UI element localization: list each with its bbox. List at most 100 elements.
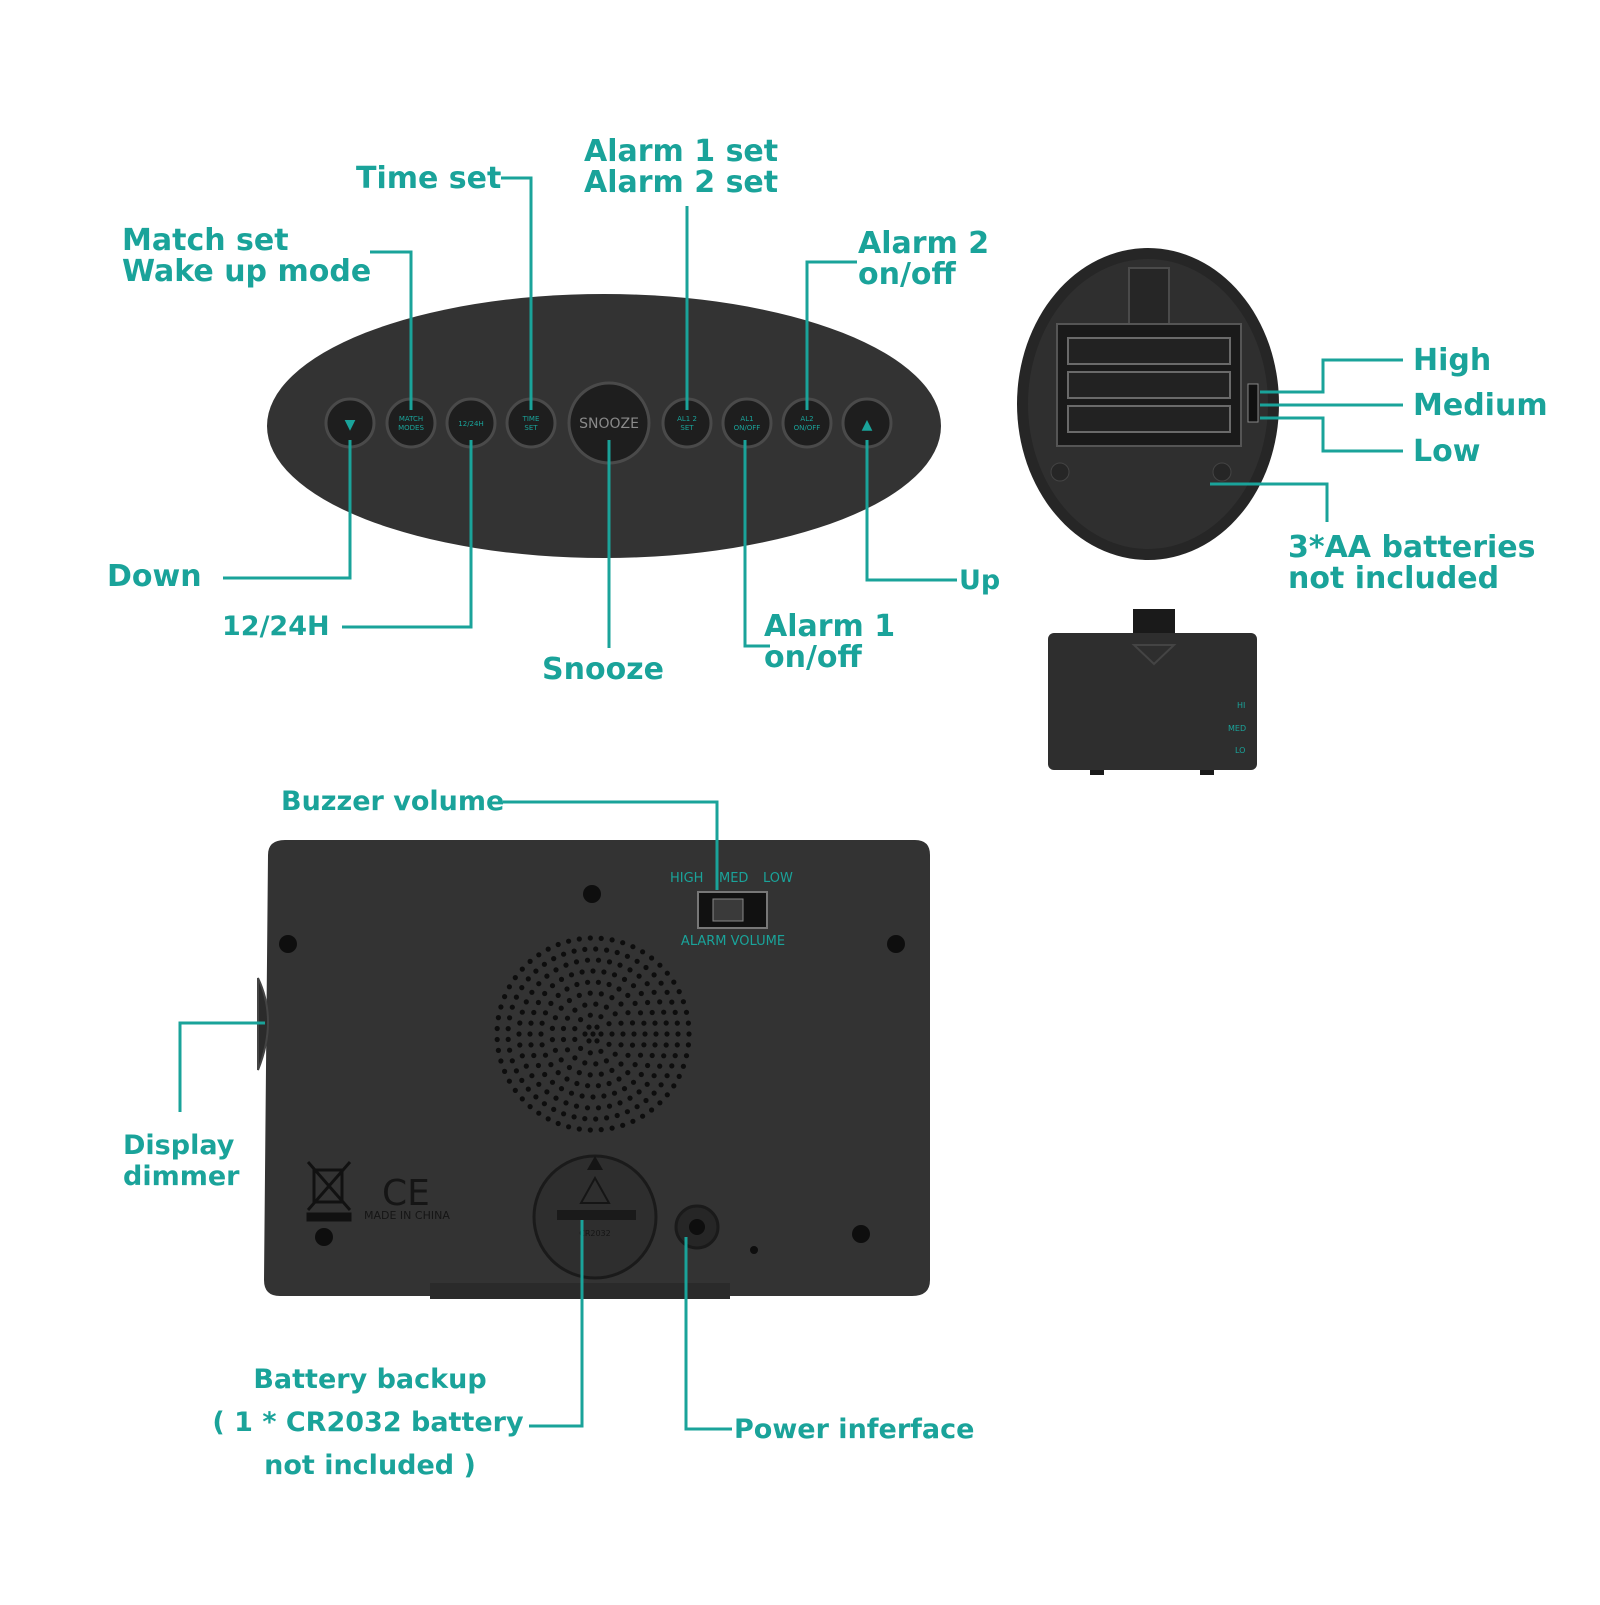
grille-hole	[643, 1097, 649, 1104]
grille-hole	[566, 1064, 573, 1071]
grille-hole	[509, 1004, 515, 1010]
leader-up	[865, 440, 957, 582]
grille-hole	[551, 1106, 557, 1112]
snooze-button: SNOOZE	[567, 381, 651, 465]
grille-hole	[609, 1125, 615, 1131]
grille-hole	[664, 970, 670, 976]
grille-hole	[512, 975, 518, 981]
grille-hole	[545, 946, 551, 952]
grille-hole	[640, 949, 646, 955]
grille-hole	[555, 1070, 561, 1076]
triangle-down-icon: ▼	[345, 417, 356, 433]
time-set-label-1: TIME	[522, 415, 540, 423]
grille-hole	[609, 1031, 615, 1037]
label-alarm-set-1: Alarm 1 set	[584, 134, 778, 169]
label-alarm1-line1: Alarm 1	[764, 609, 895, 644]
grille-hole	[683, 1009, 690, 1015]
button-panel: ▼ MATCH MODES 12/24H TIME SET SNOOZE AL1…	[267, 294, 941, 558]
grille-hole	[671, 979, 677, 985]
compartment-callouts: High Medium Low 3*AA batteries not inclu…	[1288, 343, 1548, 596]
grille-hole	[558, 1086, 565, 1092]
grille-hole	[528, 1042, 534, 1048]
grille-hole	[620, 940, 626, 946]
grille-hole	[598, 1127, 604, 1133]
grille-hole	[593, 946, 599, 952]
grille-hole	[629, 1020, 636, 1026]
grille-hole	[629, 1042, 636, 1048]
grille-hole	[620, 1122, 626, 1128]
grille-hole	[560, 1025, 567, 1032]
grille-hole	[649, 1052, 655, 1059]
grille-hole	[614, 1112, 620, 1119]
grille-hole	[598, 991, 604, 997]
bottom-callouts: Buzzer volume Display dimmer Battery bac…	[123, 786, 974, 1481]
label-alarm1-line2: on/off	[764, 640, 863, 675]
grille-hole	[576, 992, 582, 999]
grille-hole	[674, 1020, 680, 1026]
label-buzzer-volume: Buzzer volume	[281, 786, 504, 817]
grille-hole	[539, 1020, 545, 1026]
grille-hole	[675, 1031, 681, 1037]
grille-hole	[587, 1072, 593, 1078]
grille-hole	[582, 1002, 588, 1008]
grille-hole	[661, 1009, 667, 1015]
grille-hole	[611, 972, 618, 978]
grille-hole	[536, 1110, 542, 1116]
grille-hole	[620, 1031, 626, 1037]
label-backup-line1: Battery backup	[253, 1364, 486, 1395]
grille-hole	[553, 967, 559, 973]
grille-hole	[552, 1047, 559, 1053]
alarm-set-label-1: AL1 2	[677, 415, 697, 423]
grille-hole	[579, 1093, 585, 1099]
grille-hole	[593, 1116, 599, 1122]
label-h1224: 12/24H	[222, 611, 330, 642]
grille-hole	[630, 1079, 637, 1085]
grille-hole	[586, 1024, 592, 1030]
battery-cover: HI MED LO	[1048, 609, 1257, 775]
grille-hole	[630, 944, 636, 950]
label-batteries-line2: not included	[1288, 561, 1499, 596]
warning-icon	[579, 1175, 611, 1204]
grille-hole	[598, 1014, 604, 1020]
leader-high	[1260, 358, 1403, 394]
grille-hole	[664, 1031, 670, 1037]
grille-hole	[566, 938, 572, 944]
grille-hole	[555, 941, 561, 948]
grille-hole	[649, 955, 655, 961]
grille-hole	[685, 1042, 692, 1048]
cover-label-hi: HI	[1237, 701, 1245, 710]
grille-hole	[584, 957, 591, 963]
grille-hole	[594, 1024, 600, 1030]
grille-hole	[531, 1009, 537, 1016]
grille-hole	[549, 1025, 556, 1031]
grille-hole	[638, 1071, 644, 1078]
grille-hole	[617, 962, 623, 968]
grille-hole	[494, 1036, 500, 1043]
label-display-line1: Display	[123, 1130, 235, 1161]
grille-hole	[603, 1058, 610, 1064]
grille-hole	[672, 1009, 678, 1016]
grille-hole	[676, 1073, 682, 1079]
grille-hole	[609, 995, 615, 1001]
grille-hole	[545, 1116, 551, 1122]
leader-power	[684, 1237, 732, 1431]
grille-hole	[555, 992, 561, 999]
time-set-label-2: SET	[524, 424, 538, 432]
grille-hole	[672, 1053, 678, 1059]
grille-hole	[525, 976, 531, 982]
grille-hole	[560, 1036, 567, 1043]
grille-hole	[595, 1083, 602, 1089]
grille-hole	[576, 1070, 582, 1076]
grille-hole	[651, 972, 657, 978]
grille-hole	[576, 936, 582, 942]
grille-hole	[558, 976, 565, 983]
grille-hole	[674, 1042, 680, 1048]
grille-hole	[538, 1031, 544, 1037]
grille-hole	[502, 1068, 508, 1074]
grille-hole	[536, 1081, 542, 1087]
grille-hole	[598, 1048, 604, 1054]
alarm-volume-switch: HIGH MED LOW ALARM VOLUME	[670, 871, 793, 949]
grille-hole	[590, 1031, 596, 1037]
alarm1-label-1: AL1	[740, 415, 753, 423]
